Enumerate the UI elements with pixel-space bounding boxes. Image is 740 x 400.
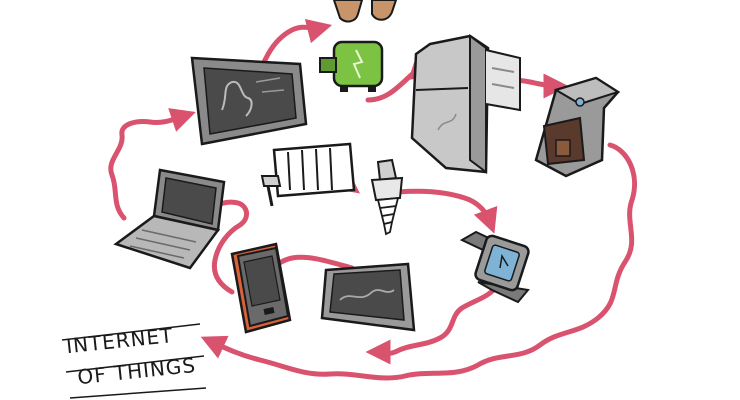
tablet-icon	[320, 262, 416, 332]
arrow-watch-to-tablet	[365, 282, 501, 365]
coffee-machine-icon	[534, 76, 621, 178]
arrow-bulb-to-watch	[395, 188, 498, 234]
toaster-icon	[319, 40, 384, 92]
arrow-laptop-to-tv	[108, 108, 196, 221]
smartwatch-icon	[459, 230, 530, 304]
fridge-icon	[410, 34, 521, 174]
caption-line-1: INTERNET	[65, 323, 175, 359]
lightbulb-icon	[370, 158, 404, 236]
caption-strokes	[61, 323, 207, 399]
tv-icon	[190, 56, 308, 146]
laptop-icon	[113, 168, 226, 270]
smartphone-icon	[230, 242, 292, 334]
arrow-coffee-loop-to-caption	[200, 142, 638, 381]
hands-icon	[332, 0, 398, 23]
radiator-icon	[260, 142, 356, 207]
